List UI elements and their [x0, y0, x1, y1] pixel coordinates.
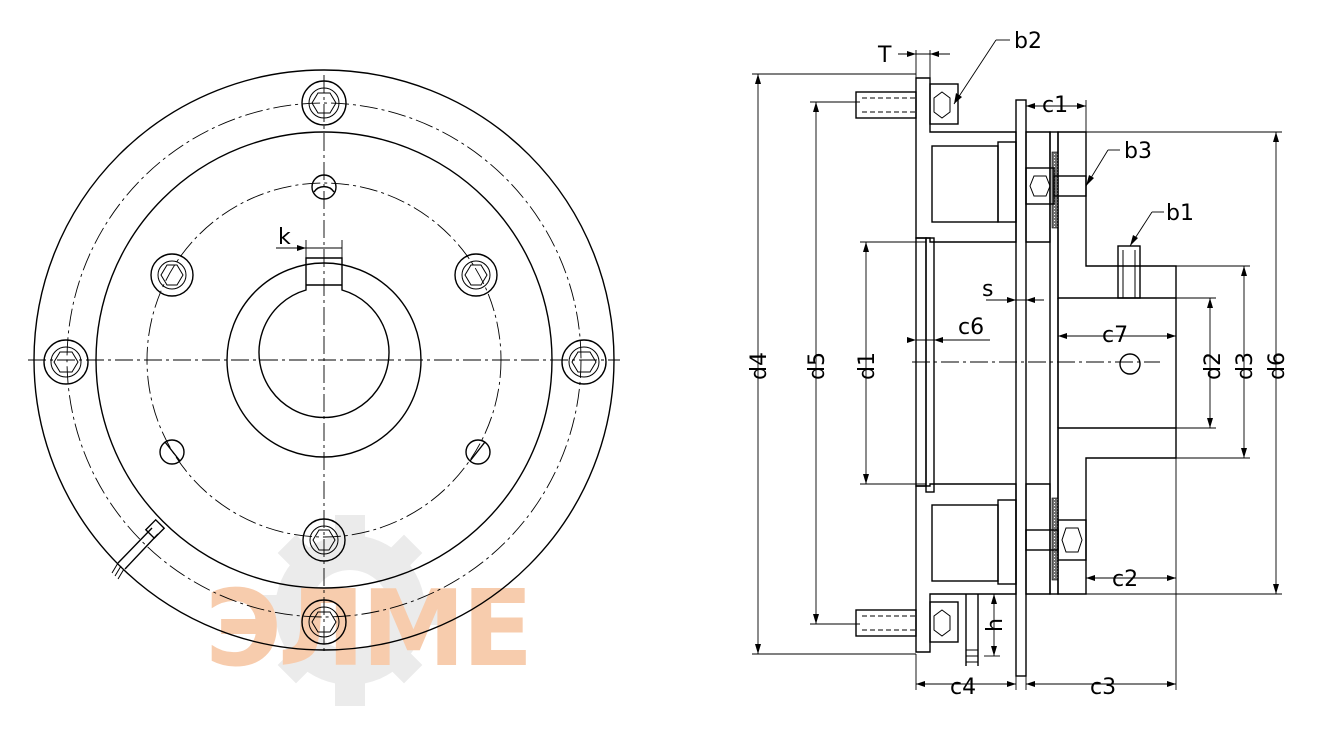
label-b2: b2 [1014, 29, 1042, 54]
pin-icon [159, 439, 185, 465]
label-c7: c7 [1102, 323, 1128, 348]
label-c3: c3 [1090, 675, 1116, 700]
hex-bolt-icon [302, 518, 346, 562]
hub-upper [1057, 131, 1177, 299]
side-section-view: d4 d5 d1 d2 d3 d6 [747, 29, 1290, 700]
pin-icon [465, 439, 491, 465]
friction-lining-upper [997, 141, 1017, 223]
watermark-text: ЭЛМЕ [205, 568, 529, 690]
label-d4: d4 [747, 352, 772, 380]
label-d3: d3 [1233, 352, 1258, 380]
label-h: h [983, 618, 1008, 632]
hex-bolt-icon [301, 80, 347, 126]
label-k: k [278, 225, 291, 250]
label-T: T [877, 43, 892, 68]
label-b3: b3 [1124, 139, 1152, 164]
hex-bolt-icon [454, 253, 498, 297]
watermark: ЭЛМЕ [205, 515, 533, 706]
friction-lining-lower [997, 499, 1017, 585]
dimension-k: k [276, 225, 343, 258]
label-c4: c4 [950, 675, 976, 700]
label-b1: b1 [1166, 201, 1194, 226]
coil-lower [931, 504, 999, 582]
label-c6: c6 [958, 315, 984, 340]
hex-bolt-icon [43, 339, 89, 385]
front-view: k [28, 69, 620, 655]
hex-bolt-icon [150, 253, 194, 297]
hex-bolt-icon [561, 339, 607, 385]
label-d6: d6 [1265, 352, 1290, 380]
rotor-disc-upper [1025, 131, 1051, 243]
rotor-disc-lower [1025, 483, 1051, 595]
armature-disc [1015, 99, 1027, 677]
hex-bolt-icon [301, 599, 347, 645]
label-d1: d1 [855, 352, 880, 380]
label-c1: c1 [1042, 93, 1068, 118]
coil-upper [931, 145, 999, 223]
gear-watermark-icon [255, 515, 445, 706]
label-c2: c2 [1112, 567, 1138, 592]
label-d2: d2 [1201, 352, 1226, 380]
label-d5: d5 [805, 352, 830, 380]
label-s: s [982, 277, 993, 302]
pin-icon [311, 174, 337, 200]
stator-flange [915, 77, 1017, 243]
bore-with-keyway [258, 257, 390, 419]
cable-gland-icon [111, 518, 166, 580]
